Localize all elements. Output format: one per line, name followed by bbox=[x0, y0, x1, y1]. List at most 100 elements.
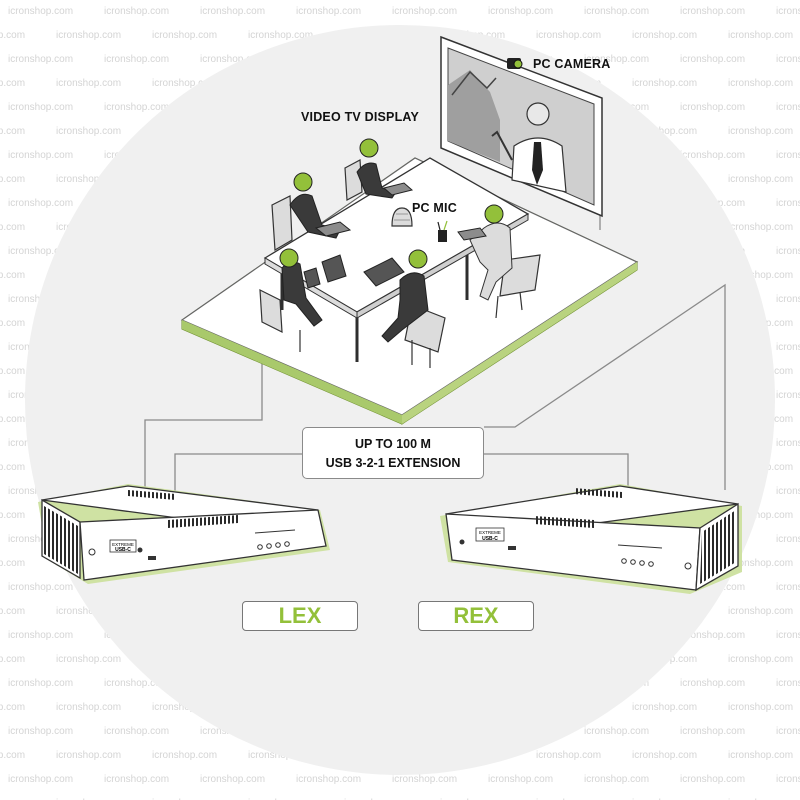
watermark-text: icronshop.com bbox=[0, 78, 25, 89]
watermark-text: icronshop.com bbox=[0, 702, 25, 713]
watermark-text: icronshop.com bbox=[8, 678, 73, 689]
watermark-text: icronshop.com bbox=[488, 6, 553, 17]
watermark-text: icronshop.com bbox=[728, 702, 793, 713]
watermark-text: icronshop.com bbox=[680, 102, 745, 113]
watermark-text: icronshop.com bbox=[776, 198, 800, 209]
person-front-left bbox=[279, 248, 323, 327]
watermark-text: icronshop.com bbox=[728, 606, 793, 617]
watermark-text: icronshop.com bbox=[152, 30, 217, 41]
watermark-text: icronshop.com bbox=[392, 774, 457, 785]
watermark-text: icronshop.com bbox=[8, 102, 73, 113]
watermark-text: icronshop.com bbox=[680, 726, 745, 737]
watermark-text: icronshop.com bbox=[584, 6, 649, 17]
lex-label: LEX bbox=[242, 601, 358, 631]
pc-camera-label: PC CAMERA bbox=[533, 57, 611, 71]
watermark-text: icronshop.com bbox=[56, 174, 121, 185]
watermark-text: icronshop.com bbox=[536, 798, 601, 800]
lex-badge-bottom: USB-C bbox=[115, 547, 131, 553]
pc-camera-icon bbox=[507, 58, 523, 69]
watermark-text: icronshop.com bbox=[728, 270, 793, 281]
watermark-text: icronshop.com bbox=[0, 750, 25, 761]
watermark-text: icronshop.com bbox=[56, 750, 121, 761]
rex-device: EXTREME USB-C bbox=[440, 484, 742, 594]
watermark-text: icronshop.com bbox=[200, 6, 265, 17]
watermark-text: icronshop.com bbox=[0, 318, 25, 329]
watermark-text: icronshop.com bbox=[776, 246, 800, 257]
watermark-text: icronshop.com bbox=[104, 6, 169, 17]
watermark-text: icronshop.com bbox=[104, 54, 169, 65]
watermark-text: icronshop.com bbox=[56, 126, 121, 137]
extension-info-box: UP TO 100 M USB 3-2-1 EXTENSION bbox=[302, 427, 484, 479]
video-tv-display-label: VIDEO TV DISPLAY bbox=[301, 110, 420, 124]
watermark-text: icronshop.com bbox=[728, 558, 793, 569]
watermark-text: icronshop.com bbox=[0, 798, 25, 800]
watermark-text: icronshop.com bbox=[296, 774, 361, 785]
watermark-text: icronshop.com bbox=[56, 78, 121, 89]
watermark-text: icronshop.com bbox=[728, 126, 793, 137]
watermark-text: icronshop.com bbox=[632, 78, 697, 89]
watermark-text: icronshop.com bbox=[8, 582, 73, 593]
extension-type: USB 3-2-1 EXTENSION bbox=[325, 456, 461, 470]
lex-badge-top: EXTREME bbox=[112, 542, 134, 547]
watermark-text: icronshop.com bbox=[728, 510, 793, 521]
watermark-text: icronshop.com bbox=[728, 30, 793, 41]
pc-mic-icon bbox=[391, 207, 413, 227]
watermark-text: icronshop.com bbox=[776, 102, 800, 113]
watermark-text: icronshop.com bbox=[392, 6, 457, 17]
watermark-text: icronshop.com bbox=[8, 150, 73, 161]
watermark-text: icronshop.com bbox=[680, 6, 745, 17]
watermark-text: icronshop.com bbox=[632, 798, 697, 800]
watermark-text: icronshop.com bbox=[632, 702, 697, 713]
watermark-text: icronshop.com bbox=[0, 606, 25, 617]
watermark-text: icronshop.com bbox=[776, 630, 800, 641]
watermark-text: icronshop.com bbox=[776, 534, 800, 545]
watermark-text: icronshop.com bbox=[8, 534, 73, 545]
watermark-text: icronshop.com bbox=[728, 654, 793, 665]
watermark-text: icronshop.com bbox=[680, 774, 745, 785]
watermark-text: icronshop.com bbox=[728, 222, 793, 233]
watermark-text: icronshop.com bbox=[776, 342, 800, 353]
watermark-text: icronshop.com bbox=[0, 462, 25, 473]
watermark-text: icronshop.com bbox=[344, 798, 409, 800]
watermark-text: icronshop.com bbox=[776, 486, 800, 497]
watermark-text: icronshop.com bbox=[440, 798, 505, 800]
watermark-text: icronshop.com bbox=[584, 726, 649, 737]
watermark-text: icronshop.com bbox=[56, 702, 121, 713]
watermark-text: icronshop.com bbox=[8, 6, 73, 17]
pen-cup-icon bbox=[437, 220, 448, 242]
watermark-text: icronshop.com bbox=[632, 30, 697, 41]
watermark-text: icronshop.com bbox=[0, 126, 25, 137]
pc-mic-label: PC MIC bbox=[412, 201, 457, 215]
watermark-text: icronshop.com bbox=[104, 678, 169, 689]
watermark-text: icronshop.com bbox=[632, 750, 697, 761]
watermark-text: icronshop.com bbox=[8, 246, 73, 257]
watermark-text: icronshop.com bbox=[0, 366, 25, 377]
watermark-text: icronshop.com bbox=[728, 174, 793, 185]
extension-distance: UP TO 100 M bbox=[355, 437, 431, 451]
rex-label: REX bbox=[418, 601, 534, 631]
watermark-text: icronshop.com bbox=[152, 798, 217, 800]
watermark-text: icronshop.com bbox=[776, 582, 800, 593]
watermark-text: icronshop.com bbox=[0, 414, 25, 425]
watermark-text: icronshop.com bbox=[104, 102, 169, 113]
watermark-text: icronshop.com bbox=[152, 750, 217, 761]
watermark-text: icronshop.com bbox=[248, 750, 313, 761]
watermark-text: icronshop.com bbox=[776, 150, 800, 161]
watermark-text: icronshop.com bbox=[680, 54, 745, 65]
watermark-text: icronshop.com bbox=[776, 438, 800, 449]
watermark-text: icronshop.com bbox=[200, 774, 265, 785]
watermark-text: icronshop.com bbox=[296, 6, 361, 17]
watermark-text: icronshop.com bbox=[680, 150, 745, 161]
person-front-center bbox=[381, 249, 429, 343]
video-tv-display bbox=[440, 35, 603, 218]
watermark-text: icronshop.com bbox=[56, 654, 121, 665]
watermark-text: icronshop.com bbox=[0, 270, 25, 281]
watermark-text: icronshop.com bbox=[776, 6, 800, 17]
watermark-text: icronshop.com bbox=[152, 702, 217, 713]
watermark-text: icronshop.com bbox=[776, 294, 800, 305]
watermark-text: icronshop.com bbox=[8, 726, 73, 737]
watermark-text: icronshop.com bbox=[56, 30, 121, 41]
watermark-text: icronshop.com bbox=[0, 558, 25, 569]
watermark-text: icronshop.com bbox=[632, 126, 697, 137]
